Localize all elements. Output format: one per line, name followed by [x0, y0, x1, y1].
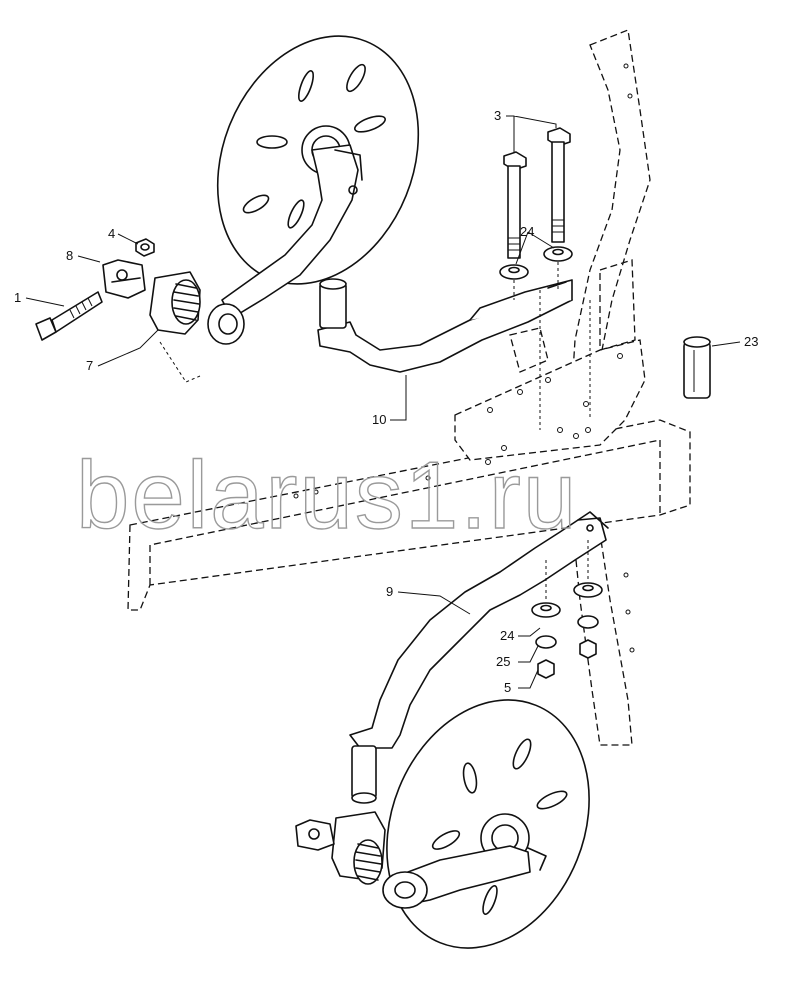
callout-labels: 1 3 4 5 7 8 9 10 23 24 24 25	[14, 108, 758, 695]
frame-mount-plate	[454, 259, 646, 465]
frame-upright	[569, 29, 651, 746]
lower-bearing-assembly	[295, 811, 386, 885]
callout-1: 1	[14, 290, 21, 305]
lower-fasteners	[531, 540, 603, 679]
part-9-bracket	[349, 511, 609, 804]
callout-5: 5	[504, 680, 511, 695]
callout-25: 25	[496, 654, 510, 669]
frame-beam	[127, 419, 691, 611]
callout-7: 7	[86, 358, 93, 373]
part-10-bracket	[317, 278, 573, 373]
callout-3: 3	[494, 108, 501, 123]
callout-9: 9	[386, 584, 393, 599]
leader-lines	[25, 115, 741, 689]
callout-24-lower: 24	[500, 628, 514, 643]
callout-4: 4	[108, 226, 115, 241]
upper-axis-line	[159, 341, 201, 383]
lower-disc-arm	[382, 845, 547, 909]
callout-23: 23	[744, 334, 758, 349]
callout-24-upper: 24	[520, 224, 534, 239]
upper-bearing-assembly	[149, 271, 245, 345]
part-3-bolts	[499, 127, 591, 430]
part-23-sleeve	[683, 336, 711, 399]
callout-10: 10	[372, 412, 386, 427]
watermark: belarus1.ru	[76, 442, 578, 549]
callout-8: 8	[66, 248, 73, 263]
part-4-nut	[135, 238, 155, 257]
part-1-bolt	[35, 291, 103, 341]
part-8-clamp	[102, 259, 146, 299]
